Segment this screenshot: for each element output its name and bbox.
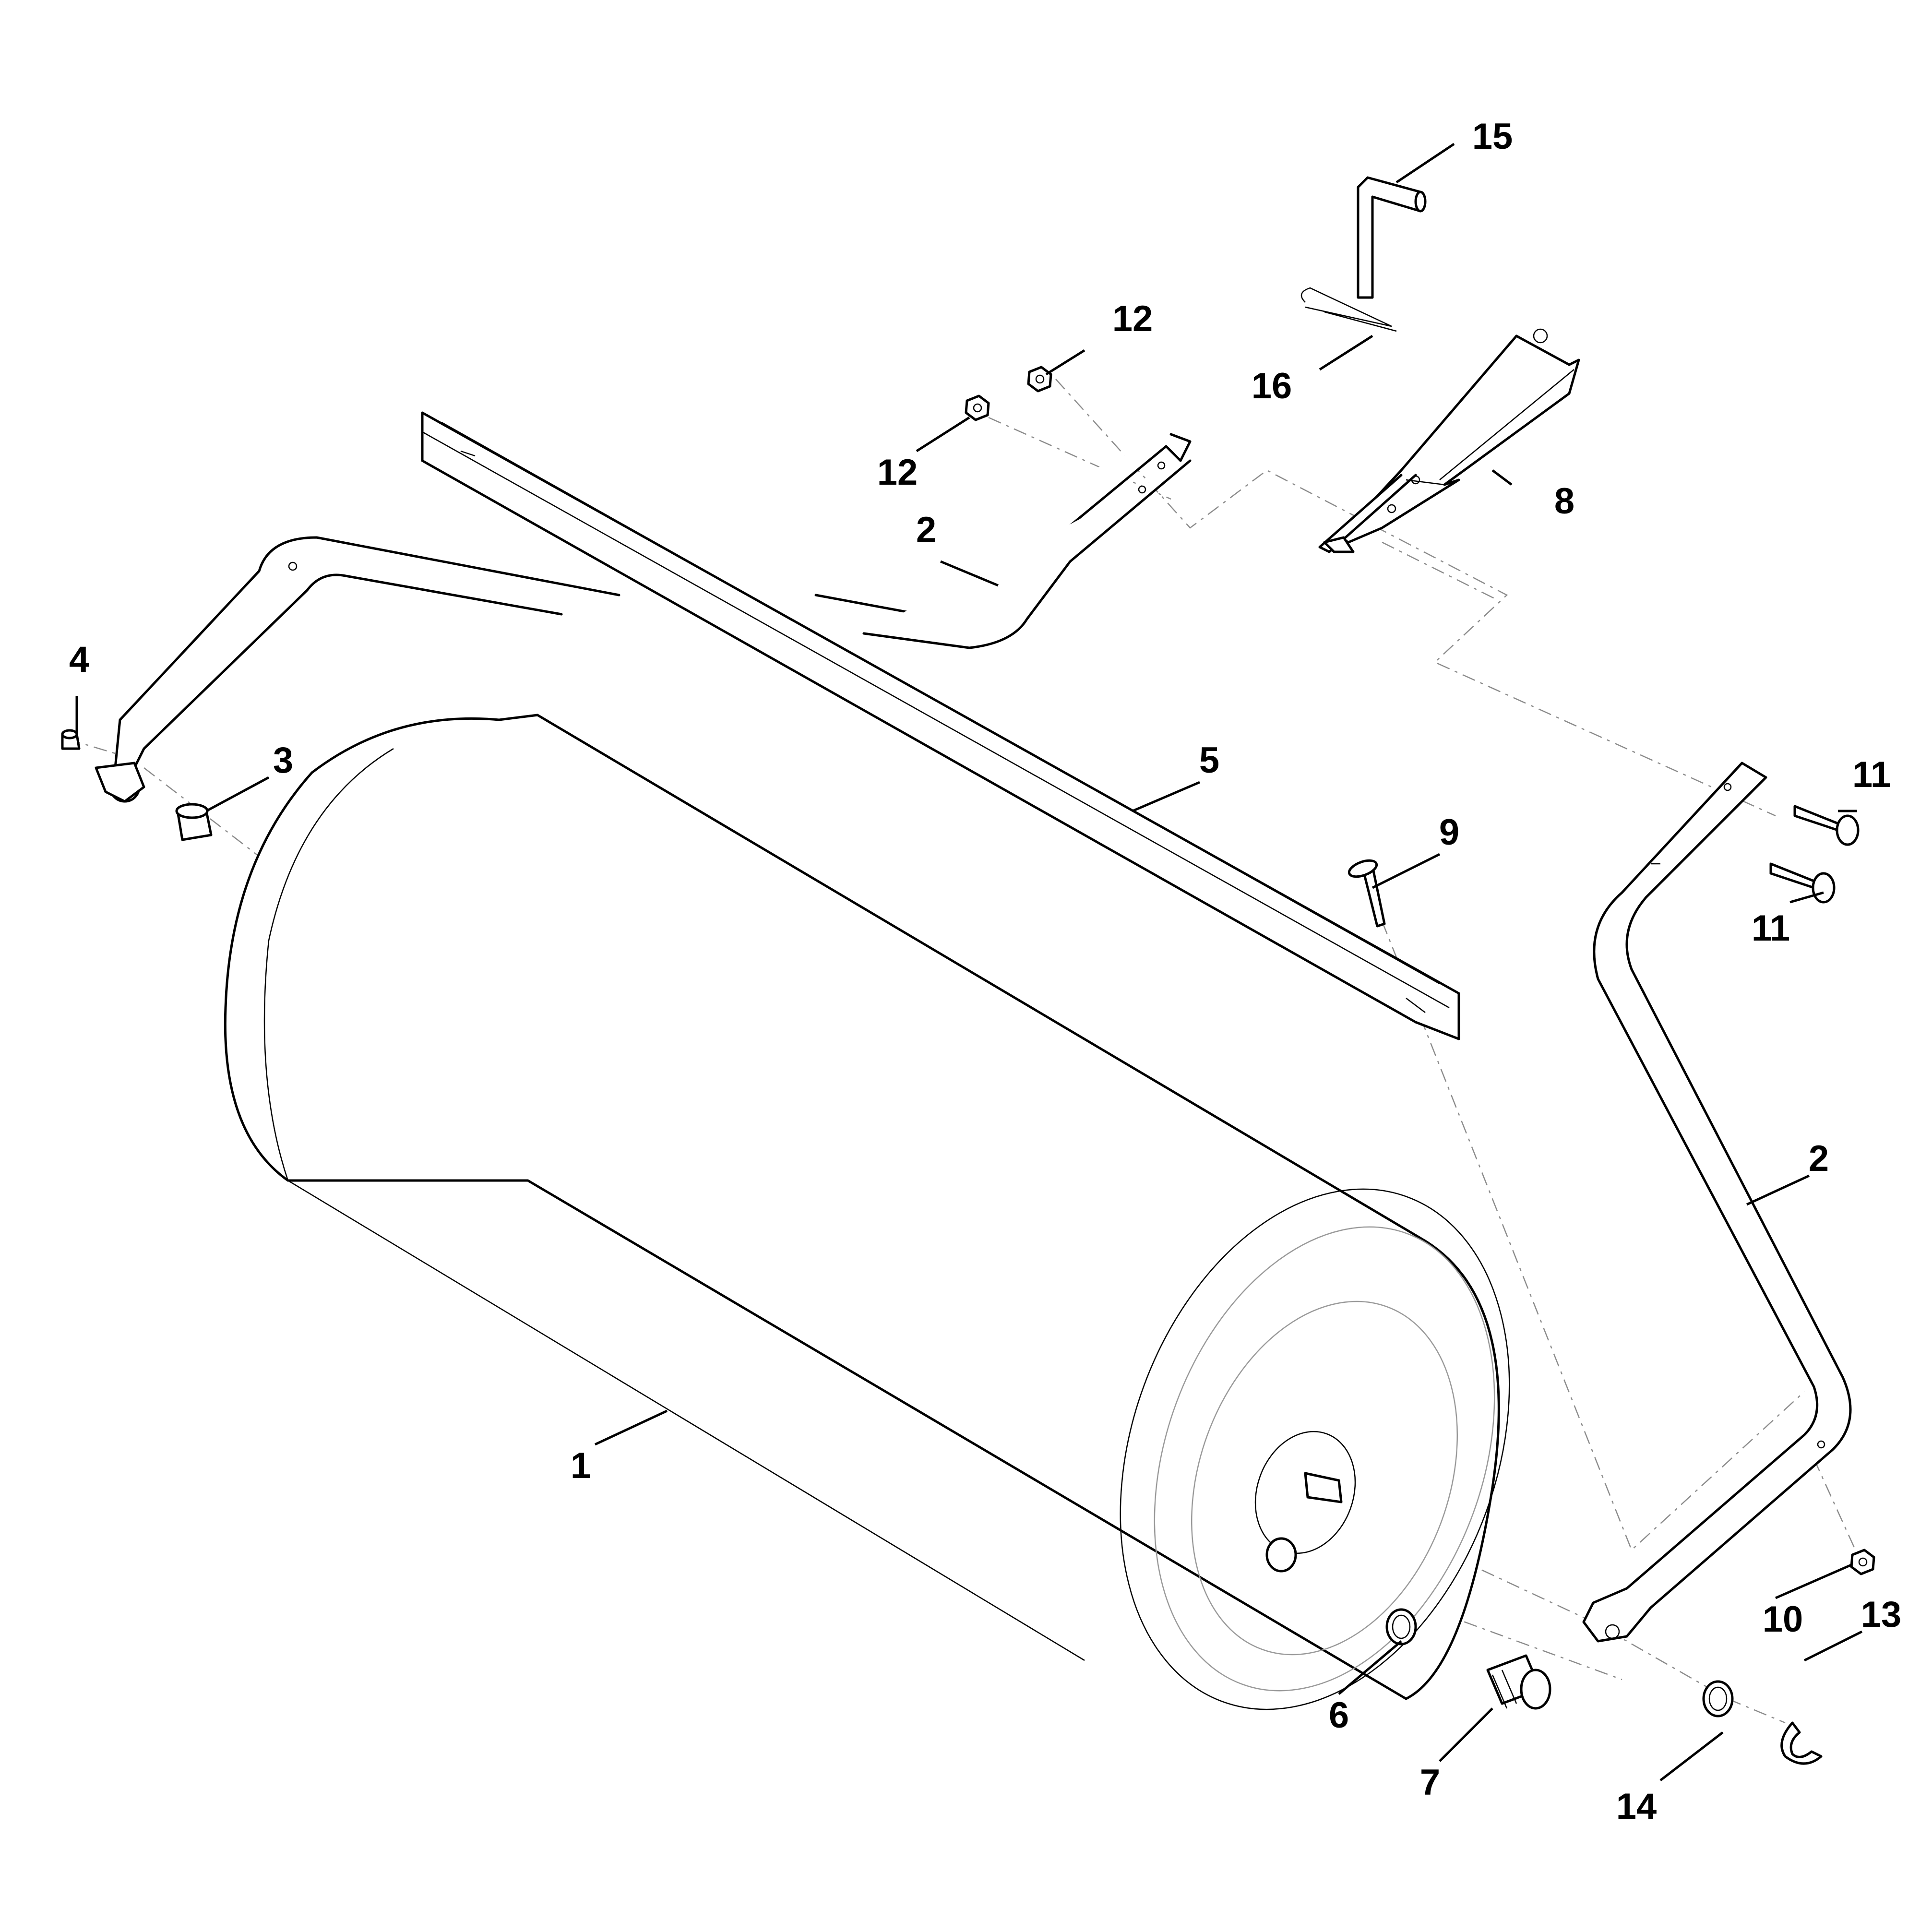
rivet-part-9 xyxy=(1348,859,1386,928)
callout-1: 1 xyxy=(571,1445,591,1486)
drain-plug-part-7 xyxy=(1486,1654,1551,1710)
roller-drum-part-1 xyxy=(224,714,1510,1710)
bolt-part-11-a xyxy=(1793,805,1860,846)
callout-5: 5 xyxy=(1199,740,1219,781)
callout-2-upper: 2 xyxy=(916,510,936,550)
hex-nut-part-10 xyxy=(1850,1549,1875,1575)
callout-3: 3 xyxy=(273,740,293,781)
bolt-part-11-b xyxy=(1769,862,1836,904)
callout-9: 9 xyxy=(1439,812,1459,853)
circlip-part-13 xyxy=(1780,1721,1823,1765)
callout-10: 10 xyxy=(1763,1599,1803,1640)
hex-nut-part-12-a xyxy=(965,394,990,421)
callout-11-lower: 11 xyxy=(1752,908,1790,949)
callout-15: 15 xyxy=(1472,116,1513,157)
drawbar-part-8 xyxy=(1318,328,1580,553)
callout-8: 8 xyxy=(1554,481,1574,522)
callout-14: 14 xyxy=(1616,1786,1657,1827)
handle-bar-left-part-2 xyxy=(95,433,1192,803)
callout-2-right: 2 xyxy=(1809,1138,1829,1179)
callout-7: 7 xyxy=(1420,1762,1440,1803)
callout-6: 6 xyxy=(1329,1695,1349,1736)
seal-ring-part-6 xyxy=(1385,1608,1417,1646)
callout-11-upper: 11 xyxy=(1852,754,1891,795)
callout-leader-lines xyxy=(75,143,1863,1781)
hex-nut-part-12-b xyxy=(1027,366,1052,393)
callout-4: 4 xyxy=(69,639,89,680)
hairpin-clip-part-16 xyxy=(1300,287,1397,332)
callout-16: 16 xyxy=(1252,366,1292,406)
callout-12-upper: 12 xyxy=(1112,298,1153,339)
callout-labels: 1 2 2 3 4 5 6 7 8 9 10 11 11 12 12 13 14… xyxy=(69,116,1901,1827)
angle-strip-part-5 xyxy=(421,411,1460,1040)
handle-bar-right-part-2 xyxy=(1582,762,1852,1643)
grease-nipple-part-4 xyxy=(61,729,81,750)
bushing-part-3 xyxy=(175,803,213,841)
washer-part-14 xyxy=(1702,1680,1734,1717)
callout-13: 13 xyxy=(1861,1594,1902,1635)
l-pin-part-15 xyxy=(1357,176,1427,299)
callout-12-lower: 12 xyxy=(877,452,918,493)
